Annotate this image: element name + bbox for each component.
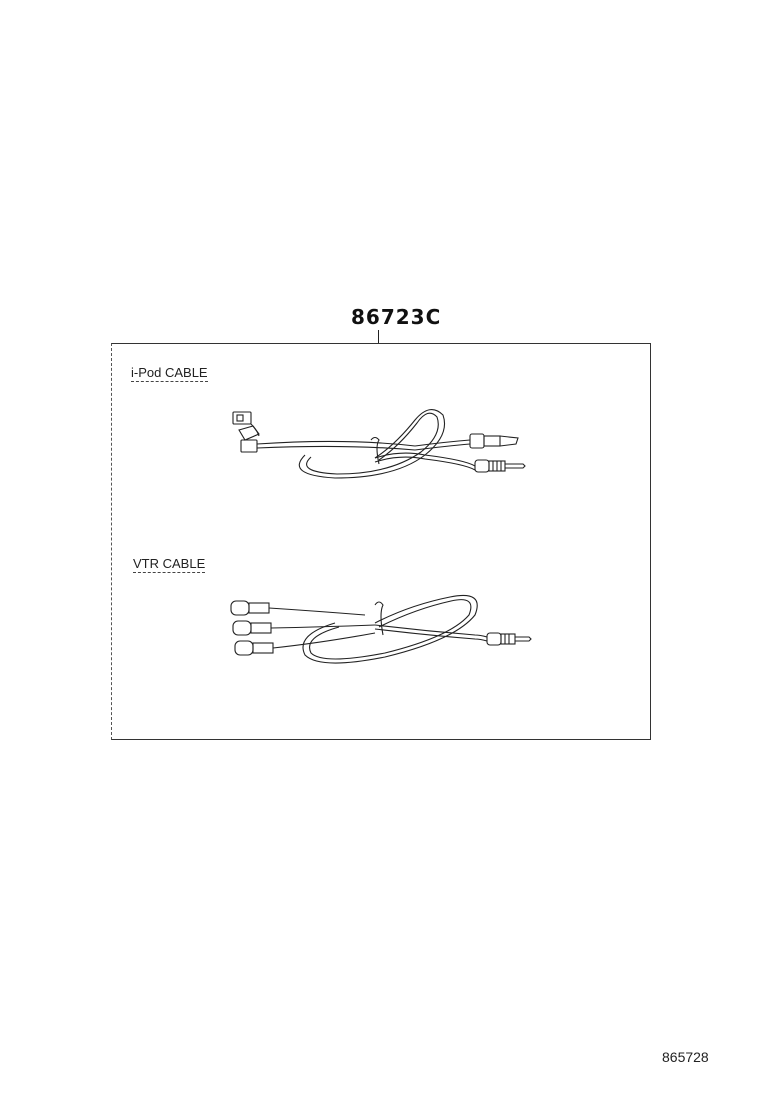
drawing-id: 865728 — [662, 1049, 709, 1065]
vtr-cable-illustration[interactable] — [225, 585, 535, 675]
ipod-cable-label[interactable]: i-Pod CABLE — [131, 365, 208, 382]
ipod-cable-illustration[interactable] — [225, 400, 535, 490]
parts-group-frame — [111, 343, 651, 740]
leader-line — [378, 330, 379, 344]
part-number-label[interactable]: 86723C — [351, 305, 442, 329]
vtr-cable-label[interactable]: VTR CABLE — [133, 556, 206, 573]
